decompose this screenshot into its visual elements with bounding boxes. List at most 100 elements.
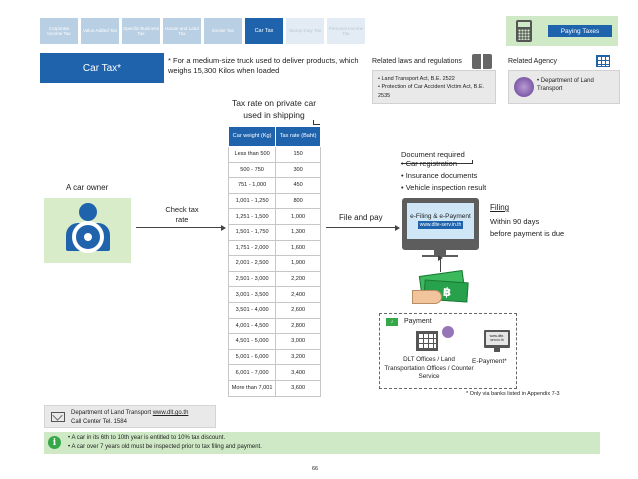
efiling-url[interactable]: www.dlte-serv.in.th: [417, 221, 464, 230]
weight-cell: Less than 500: [227, 146, 277, 163]
steering-wheel-icon: [72, 221, 104, 253]
tab-corporate-income-tax[interactable]: Corporate Income Tax: [40, 18, 78, 44]
rate-cell: 1,300: [275, 223, 321, 241]
arrow-to-table: [136, 224, 226, 231]
weight-cell: 1,001 - 1,250: [227, 192, 277, 210]
tab-personal-income-tax[interactable]: Personal Income Tax: [327, 18, 365, 44]
rate-cell: 300: [275, 161, 321, 179]
book-icon: [472, 54, 492, 70]
org-chart-icon: [596, 55, 610, 67]
filing-title: Filing: [490, 203, 510, 212]
rate-cell: 2,800: [275, 317, 321, 335]
tab-specific-business-tax[interactable]: Specific Business Tax: [122, 18, 160, 44]
contact-info: Department of Land Transport www.dlt.go.…: [71, 409, 188, 428]
tab-stamp-duty-tax[interactable]: Stamp Duty Tax: [286, 18, 324, 44]
truck-example-note: * For a medium-size truck used to delive…: [168, 56, 359, 76]
payment-title: Payment: [404, 318, 432, 325]
related-laws-title: Related laws and regulations: [372, 58, 462, 65]
call-center: Call Center Tel. 1584: [71, 419, 127, 426]
tab-house-and-land-tax[interactable]: House and Land Tax: [163, 18, 201, 44]
rate-cell: 3,000: [275, 333, 321, 350]
rate-cell: 800: [275, 192, 321, 210]
computer-icon: www.dlte-serv.in.th: [484, 330, 510, 348]
rate-cell: 1,600: [275, 239, 321, 257]
paying-taxes-label: Paying Taxes: [548, 25, 612, 37]
related-agency-box: • Department of Land Transport: [508, 70, 620, 104]
related-laws-section: Related laws and regulations • Land Tran…: [372, 54, 496, 104]
monitor-icon: e-Filing & e-Payment www.dlte-serv.in.th: [402, 198, 479, 250]
weight-cell: 1,501 - 1,750: [227, 223, 277, 241]
rate-cell: 3,600: [275, 379, 321, 397]
dlt-offices-label: DLT Offices / Land Transportation Office…: [384, 356, 474, 380]
documents-required-title: Document required: [401, 150, 465, 159]
dlt-website-link[interactable]: www.dlt.go.th: [152, 410, 189, 416]
law-item: • Land Transport Act, B.E. 2522: [378, 76, 455, 82]
related-laws-box: • Land Transport Act, B.E. 2522 • Protec…: [372, 70, 496, 104]
rate-cell: 1,900: [275, 255, 321, 272]
table-header-rate: Tax rate (Baht): [275, 126, 321, 147]
weight-cell: 1,751 - 2,000: [227, 239, 277, 257]
money-hand-icon: ฿: [412, 270, 469, 305]
weight-cell: 4,001 - 4,500: [227, 317, 277, 335]
car-owner-label: A car owner: [66, 183, 109, 192]
tab-car-tax[interactable]: Car Tax: [245, 18, 283, 44]
tab-excise-tax[interactable]: Excise Tax: [204, 18, 242, 44]
efiling-label: e-Filing & e-Payment: [410, 212, 471, 220]
weight-cell: 4,501 - 5,000: [227, 333, 277, 350]
weight-cell: 2,501 - 3,000: [227, 270, 277, 288]
info-list: A car in its 6th to 10th year is entitle…: [68, 434, 262, 453]
rate-cell: 3,400: [275, 364, 321, 381]
dlt-seal-icon: [442, 326, 454, 338]
filing-deadline: Within 90 days before payment is due: [490, 217, 565, 238]
calculator-icon: [516, 20, 532, 42]
weight-cell: 6,001 - 7,000: [227, 364, 277, 381]
rate-cell: 2,600: [275, 301, 321, 319]
document-item: Insurance documents: [401, 170, 486, 182]
agency-item: • Department of Land Transport: [537, 78, 594, 93]
tab-value-added-tax[interactable]: Value Added Tax: [81, 18, 119, 44]
related-agency-section: Related Agency • Department of Land Tran…: [508, 55, 620, 104]
arrow-to-filing: [326, 224, 400, 231]
weight-cell: 3,501 - 4,000: [227, 301, 277, 319]
driver-icon: [63, 203, 113, 259]
rate-cell: 3,200: [275, 348, 321, 366]
weight-cell: 5,001 - 6,000: [227, 348, 277, 366]
document-item: Car registration: [401, 158, 486, 170]
contact-box: Department of Land Transport www.dlt.go.…: [44, 405, 216, 428]
page-title: Car Tax*: [40, 53, 164, 83]
efiling-screen: e-Filing & e-Payment www.dlte-serv.in.th: [407, 203, 474, 239]
law-item: • Protection of Car Accident Victim Act,…: [378, 84, 485, 99]
rate-table-title: Tax rate on private car used in shipping: [224, 98, 324, 125]
file-and-pay-label: File and pay: [339, 213, 383, 222]
weight-cell: 2,001 - 2,500: [227, 255, 277, 272]
bank-footnote: * Only via banks listed in Appendix 7-3: [466, 391, 560, 397]
rate-cell: 450: [275, 177, 321, 194]
info-icon: i: [48, 436, 61, 449]
weight-cell: 3,001 - 3,500: [227, 286, 277, 303]
paying-taxes-banner: Paying Taxes: [506, 16, 618, 46]
info-box: i A car in its 6th to 10th year is entit…: [44, 432, 600, 454]
mail-icon: [51, 412, 65, 422]
page-number: 66: [312, 466, 319, 472]
rate-cell: 150: [275, 146, 321, 163]
check-tax-rate-label: Check tax rate: [165, 205, 199, 225]
info-item: A car over 7 years old must be inspected…: [68, 443, 261, 452]
related-agency-title: Related Agency: [508, 58, 558, 65]
info-item: A car in its 6th to 10th year is entitle…: [68, 434, 262, 443]
table-header-weight: Car weight (Kg): [227, 126, 277, 147]
